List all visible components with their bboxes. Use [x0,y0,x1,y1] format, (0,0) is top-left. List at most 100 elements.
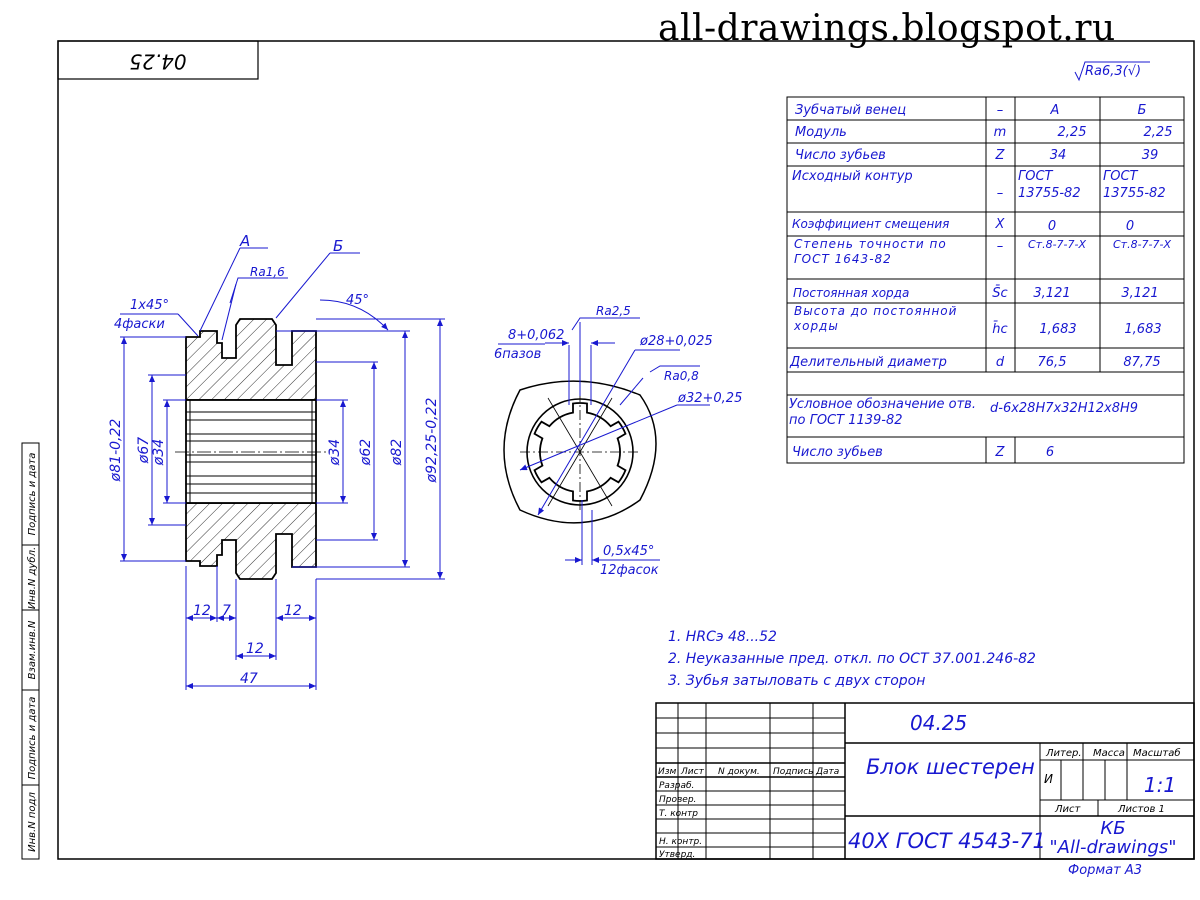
end-view [503,380,657,524]
row-b: Ст.8-7-7-Х [1113,238,1171,251]
row-sym: – [997,103,1004,118]
stamp-sign-date-bottom: Подпись и дата [27,697,38,780]
stamp-inv-dubl: Инв.N дубл. [26,547,38,609]
col-sign: Подпись [773,767,813,777]
row-b: 2,25 [1144,125,1173,140]
row-nkontr: Н. контр. [659,837,702,847]
row-b: ГОСТ 13755-82 [1103,169,1166,201]
dim-d34-right: ø34 [327,439,343,466]
row-a: 2,25 [1058,125,1087,140]
row-sym: d [996,355,1005,370]
org-line1: КБ [1100,818,1125,839]
dim-w12-center: 12 [246,641,264,657]
row-param: Высота до постоянной хорды [794,304,958,333]
spline-teeth-sym: Z [995,445,1006,460]
title-code: 04.25 [910,711,967,735]
title-name: Блок шестерен [866,755,1035,779]
note-1: 1. HRCэ 48...52 [668,629,777,645]
row-sym: m [994,125,1007,140]
corner-code: 04.25 [129,50,186,74]
dim-d82: ø82 [389,439,405,466]
dim-w47: 47 [240,671,258,687]
gear-parameter-table [786,96,1185,464]
row-param: Зубчатый венец [795,103,906,118]
title-block [655,702,1195,860]
row-b: Б [1138,103,1147,118]
row-razrab: Разраб. [659,781,694,791]
roughness-ra08: Ra0,8 [664,369,699,383]
bore-d32: ø32+0,25 [677,391,742,406]
dim-w12-left: 12 [193,603,211,619]
col-masshtab: Масштаб [1133,747,1181,759]
row-utverd: Утверд. [659,850,695,860]
dim-d81: ø81-0,22 [108,419,124,483]
label-crown-b: Б [333,237,343,255]
row-b: 39 [1142,148,1159,163]
row-param: Степень точности по ГОСТ 1643-82 [794,237,947,266]
col-date: Дата [815,767,839,777]
general-roughness: Ra6,3(√) [1085,64,1141,79]
format-label: Формат А3 [1068,863,1142,878]
roughness-ra25: Ra2,5 [596,304,631,318]
site-watermark: all-drawings.blogspot.ru [658,8,1116,49]
row-b: 1,683 [1124,322,1161,337]
row-prover: Провер. [659,795,696,805]
title-material: 40Х ГОСТ 4543-71 [848,829,1046,853]
row-a: ГОСТ 13755-82 [1018,169,1081,201]
title-scale: 1:1 [1144,773,1176,797]
col-list: Лист [680,767,705,777]
row-tkontr: Т. контр [659,809,698,819]
row-a: 0 [1048,219,1056,234]
technical-notes: 1. HRCэ 48...52 2. Неуказанные пред. отк… [668,629,1036,689]
chamfer-dim: 1x45° [130,298,169,313]
row-sym: S̄c [992,286,1007,301]
spline-teeth-label: Число зубьев [792,445,883,460]
row-sym: Z [995,148,1006,163]
angle-45: 45° [346,293,369,308]
sheet-label: Лист [1054,804,1082,815]
slot-count: 6пазов [494,347,541,362]
row-b: 3,121 [1121,286,1158,301]
col-izm: Изм [658,767,677,777]
chamfer-count: 4фаски [114,317,165,332]
dim-w12-right: 12 [284,603,302,619]
dim-d67: ø67 [136,437,152,464]
stamp-vzam-inv: Взам.инв.N [27,620,38,679]
roughness-ra16: Ra1,6 [250,265,285,279]
row-param: Число зубьев [795,148,886,163]
dim-w7: 7 [222,603,231,619]
sheets-label: Листов 1 [1117,804,1165,815]
row-a: 1,683 [1039,322,1076,337]
note-2: 2. Неуказанные пред. откл. по ОСТ 37.001… [668,651,1036,667]
row-a: 76,5 [1038,355,1067,370]
row-sym: X [995,217,1006,232]
row-b: 0 [1126,219,1134,234]
spline-designation-label: Условное обозначение отв. по ГОСТ 1139-8… [789,397,976,428]
stamp-inv-podl: Инв.N подл [27,792,38,852]
stamp-sign-date-top: Подпись и дата [27,453,38,536]
row-sym: h̄c [992,322,1007,337]
bore-d28: ø28+0,025 [639,334,713,349]
row-sym: – [997,239,1004,254]
row-param: Постоянная хорда [793,286,909,300]
note-3: 3. Зубья затыловать с двух сторон [668,673,925,689]
col-liter: Литер. [1045,748,1082,759]
dim-d62: ø62 [358,439,374,466]
spline-designation-value: d-6x28H7x32H12x8H9 [990,401,1138,416]
col-massa: Масса [1093,748,1125,759]
dim-d34-left: ø34 [151,439,167,466]
row-param: Исходный контур [792,169,913,184]
slot-width: 8+0,062 [508,328,564,343]
corner-code-box [57,40,259,80]
row-param: Коэффициент смещения [792,217,949,231]
chamfer2-dim: 0,5x45° [603,544,654,559]
section-view [175,318,330,580]
col-ndoc: N докум. [718,767,760,777]
row-a: А [1050,103,1060,118]
side-stamp: Подпись и дата Инв.N дубл. Взам.инв.N По… [21,442,40,860]
row-a: 3,121 [1033,286,1070,301]
row-param: Модуль [795,125,847,140]
drawing-frame [57,40,1195,860]
org-line2: "All-drawings" [1049,837,1176,858]
